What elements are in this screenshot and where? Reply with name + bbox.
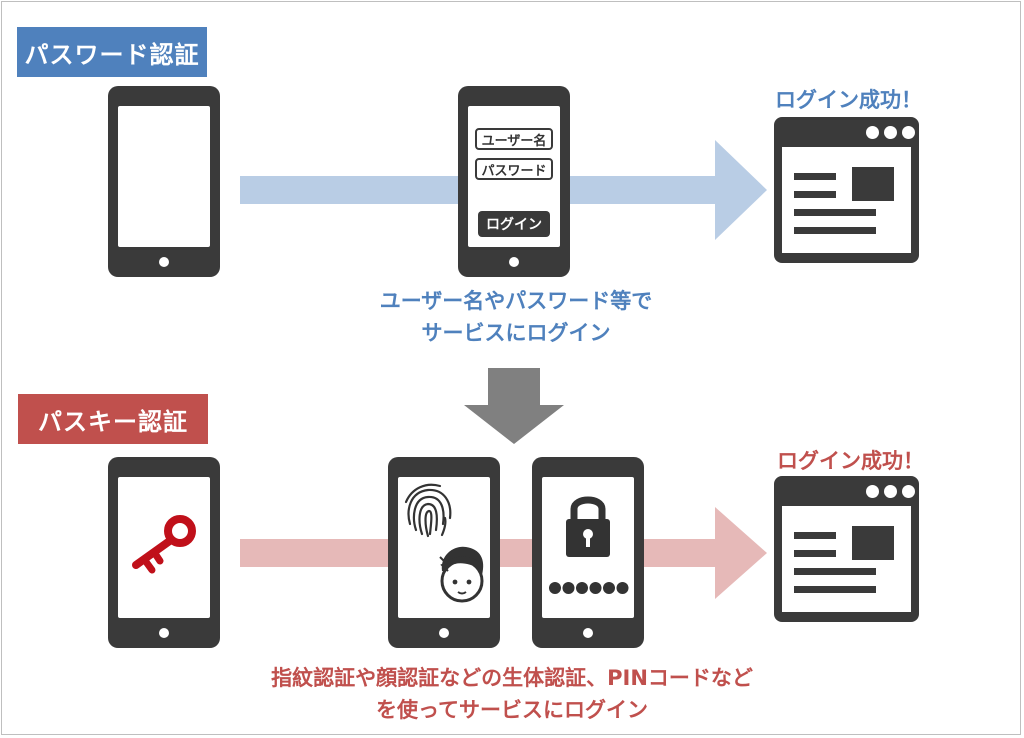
key-phone-icon (108, 457, 220, 648)
passkey-caption-line2: を使ってサービスにログイン (376, 698, 648, 722)
passkey-flow-arrow (240, 507, 767, 599)
biometric-phone-icon (388, 457, 500, 648)
password-caption: ユーザー名やパスワード等で サービスにログイン (336, 285, 696, 349)
login-form-screen: ユーザー名 パスワード ログイン (468, 106, 560, 247)
phone-home-button (159, 628, 169, 638)
face-icon (439, 546, 484, 603)
phone-screen (542, 477, 634, 618)
password-caption-line1: ユーザー名やパスワード等で (379, 289, 653, 313)
browser-window-icon (774, 117, 919, 263)
phone-home-button (159, 257, 169, 267)
phone-screen (398, 477, 490, 618)
phone-icon (108, 86, 220, 277)
password-auth-label: パスワード認証 (17, 27, 207, 77)
username-field: ユーザー名 (475, 128, 553, 150)
fingerprint-icon (404, 483, 452, 538)
phone-screen (118, 106, 210, 247)
passkey-caption-line1: 指紋認証や顔認証などの生体認証、PINコードなど (271, 666, 753, 690)
pin-phone-icon (532, 457, 644, 648)
phone-home-button (439, 628, 449, 638)
key-icon (132, 515, 196, 574)
down-arrow-icon (464, 368, 564, 444)
phone-home-button (509, 257, 519, 267)
password-field: パスワード (475, 158, 553, 180)
browser-window-icon (774, 476, 919, 622)
passkey-login-success: ログイン成功！ (777, 449, 924, 473)
login-phone-icon: ユーザー名 パスワード ログイン (458, 86, 570, 277)
browser-content (782, 147, 911, 253)
passkey-auth-label: パスキー認証 (18, 394, 208, 444)
pin-dots-icon (549, 582, 629, 594)
password-login-success: ログイン成功！ (775, 88, 922, 112)
lock-icon (566, 496, 610, 557)
phone-screen (118, 477, 210, 618)
passkey-caption: 指紋認証や顔認証などの生体認証、PINコードなど を使ってサービスにログイン (202, 662, 822, 726)
browser-content (782, 506, 911, 612)
login-button: ログイン (478, 211, 550, 237)
password-caption-line2: サービスにログイン (421, 321, 611, 345)
phone-home-button (583, 628, 593, 638)
